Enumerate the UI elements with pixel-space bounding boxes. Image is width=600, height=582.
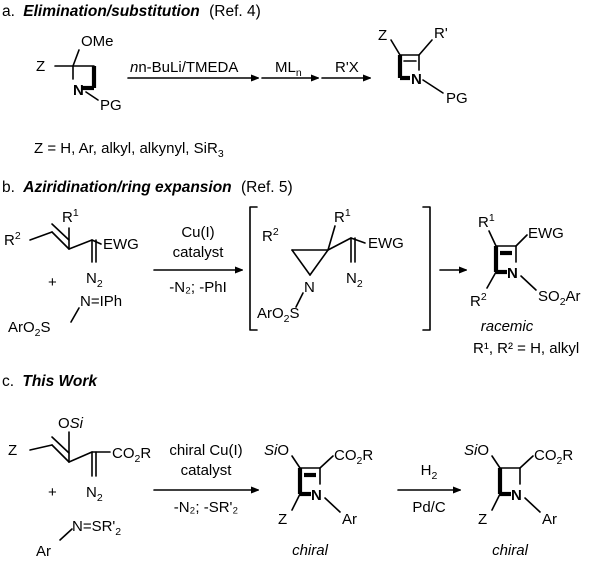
c-co2r-label: CO2R <box>112 445 151 465</box>
r2-label: R2 <box>4 230 21 249</box>
section-b-ref: (Ref. 5) <box>241 179 293 196</box>
cond-b-mid: catalyst <box>173 244 225 261</box>
int-aro2s-label: ArO2S <box>257 305 300 325</box>
r1-label: R1 <box>62 207 79 226</box>
reagent-nbuli: nn-BuLi/TMEDA <box>130 59 238 76</box>
section-c-title: This Work <box>22 373 98 390</box>
c-prod-z-label: Z <box>278 511 287 528</box>
cond-c2-bot: Pd/C <box>412 499 446 516</box>
reagent-mln: MLn <box>275 59 302 79</box>
silyl-enol-diazo: OSi Z CO2R N2 + <box>8 415 151 504</box>
chiral-azetine: SiO CO2R N Z Ar <box>264 442 373 528</box>
svg-text:c. This Work: c. This Work <box>2 373 98 390</box>
ewg-label: EWG <box>103 236 139 253</box>
product-nitrogen-label: N <box>411 71 422 88</box>
azetine-product: Z R' N PG <box>378 25 468 107</box>
d-co2r-label: CO2R <box>534 447 573 467</box>
cond-c-top: chiral Cu(I) <box>169 442 242 459</box>
cond-b-top: Cu(I) <box>181 224 214 241</box>
section-b-title: Aziridination/ring expansion <box>22 179 231 196</box>
section-a: a. Elimination/substitution (Ref. 4) OMe… <box>2 3 468 160</box>
iminoiodinane-reagent: N=IPh ArO2S <box>8 293 122 339</box>
diazo-substrate: R2 R1 EWG N2 + <box>4 207 139 291</box>
imino-label: N=IPh <box>80 293 122 310</box>
sulfilimine-ar-label: Ar <box>36 543 51 560</box>
int-r2-label: R2 <box>262 226 279 245</box>
z-definition: Z = H, Ar, alkyl, alkynyl, SiR3 <box>34 140 224 160</box>
c-z-label: Z <box>8 442 17 459</box>
nitrogen-label: N <box>73 82 84 99</box>
section-b-label: b. <box>2 179 15 196</box>
cond-c-bot: -N₂; -SR'₂ <box>174 499 239 516</box>
z-label: Z <box>36 58 45 75</box>
plus-sign-b: + <box>48 274 57 291</box>
c-prod-co2r-label: CO2R <box>334 447 373 467</box>
section-a-title: Elimination/substitution <box>23 3 200 20</box>
cond-c2-top: H2 <box>421 462 438 482</box>
product-z-label: Z <box>378 27 387 44</box>
prod-n-label: N <box>507 265 518 282</box>
prod-so2ar-label: SO2Ar <box>538 288 581 308</box>
int-r1-label: R1 <box>334 207 351 226</box>
d-ar-label: Ar <box>542 511 557 528</box>
azetine-product-b: R1 EWG R2 N SO2Ar <box>470 212 581 310</box>
chiral-label-1: chiral <box>292 542 329 559</box>
cond-c-mid: catalyst <box>181 462 233 479</box>
chiral-label-2: chiral <box>492 542 529 559</box>
c-osi-label: OSi <box>58 415 84 432</box>
prod-ewg-label: EWG <box>528 225 564 242</box>
section-b: b. Aziridination/ring expansion (Ref. 5)… <box>2 179 581 357</box>
c-sio-label: SiO <box>264 442 289 459</box>
plus-sign-c: + <box>48 484 57 501</box>
d-sio-label: SiO <box>464 442 489 459</box>
int-n2-label: N2 <box>346 270 363 290</box>
section-a-ref: (Ref. 4) <box>209 3 261 20</box>
sulfilimine-label: N=SR'2 <box>72 518 121 538</box>
bracket-right <box>422 206 431 331</box>
svg-text:b. Aziridination/ring ex: b. Aziridination/ring expansion (Ref. 5) <box>2 179 293 196</box>
c-prod-ar-label: Ar <box>342 511 357 528</box>
c-n2-label: N2 <box>86 484 103 504</box>
prod-r2-label: R2 <box>470 291 487 310</box>
product-r-label: R' <box>434 25 448 42</box>
pg-label: PG <box>100 97 122 114</box>
n2-label: N2 <box>86 270 103 290</box>
int-n-label: N <box>304 279 315 296</box>
c-prod-n-label: N <box>311 487 322 504</box>
aziridine-intermediate: R2 R1 EWG N N2 ArO2S <box>257 207 404 325</box>
sulfilimine-reagent: N=SR'2 Ar <box>36 518 121 560</box>
cond-b-bot: -N₂; -PhI <box>169 279 227 296</box>
section-c-label: c. <box>2 373 14 390</box>
svg-text:a. Elimination/substitut: a. Elimination/substitution (Ref. 4) <box>2 3 261 20</box>
bracket-left <box>249 206 258 331</box>
ome-label: OMe <box>81 33 114 50</box>
product-pg-label: PG <box>446 90 468 107</box>
d-n-label: N <box>511 487 522 504</box>
section-a-label: a. <box>2 3 15 20</box>
r-definition: R¹, R² = H, alkyl <box>473 340 579 357</box>
aro2s-label: ArO2S <box>8 319 51 339</box>
prod-r1-label: R1 <box>478 212 495 231</box>
azetidine-starting-material: OMe Z N PG <box>36 33 122 114</box>
racemic-label: racemic <box>481 318 534 335</box>
chiral-azetidine: SiO CO2R N Z Ar <box>464 442 573 528</box>
section-c: c. This Work OSi Z CO2R N2 + N=SR'2 Ar <box>2 373 573 560</box>
d-z-label: Z <box>478 511 487 528</box>
reagent-rx: R'X <box>335 59 359 76</box>
int-ewg-label: EWG <box>368 235 404 252</box>
